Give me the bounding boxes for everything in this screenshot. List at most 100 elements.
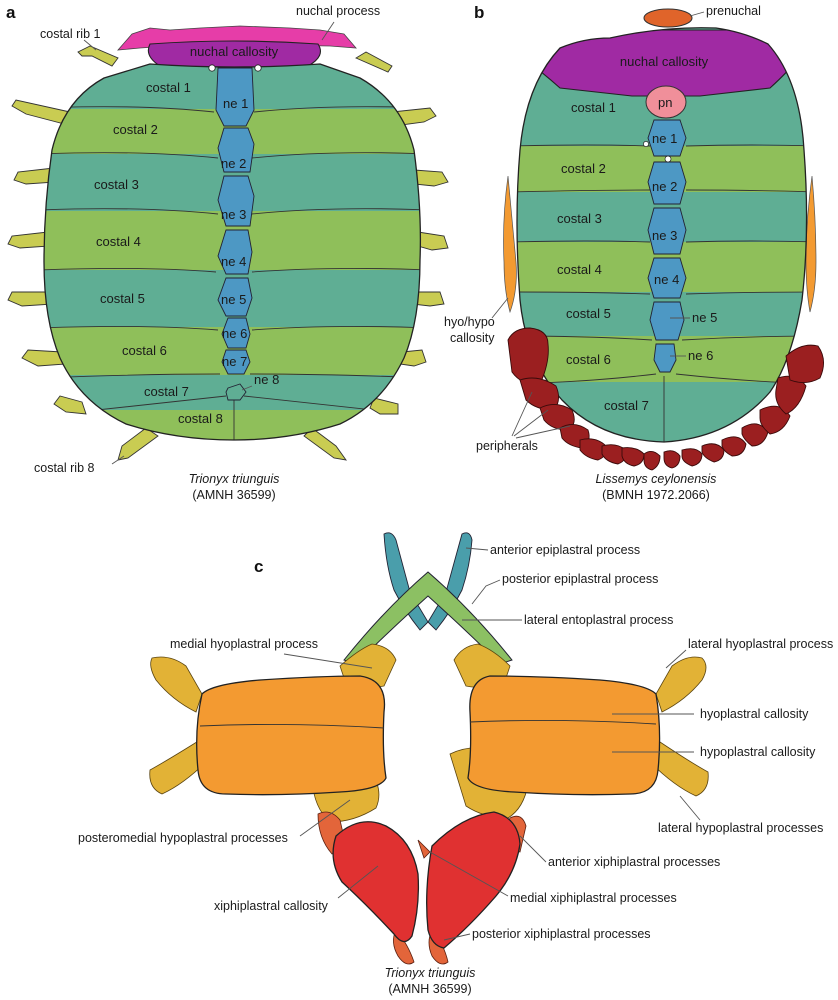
leader-lateral-hypoplastral-processes [679,795,701,821]
label-posterior-epiplastral-process: posterior epiplastral process [502,572,658,586]
hyo-hypo-callosity-right [467,675,661,796]
peripheral-2-right [681,448,703,467]
nuchal-callosity-label-a: nuchal callosity [190,44,279,59]
label-medial-xiphiplastral-processes: medial xiphiplastral processes [510,891,677,905]
neural-1-b [647,119,687,157]
label-lateral-hypoplastral-processes: lateral hypoplastral processes [658,821,823,835]
prenuchal-leader [689,11,705,17]
costal-rib-8-left [117,427,159,461]
panel-b-species: Lissemys ceylonensis [596,472,717,486]
panel-b-specimen: (BMNH 1972.2066) [602,488,710,502]
costal-7-label-b: costal 7 [604,398,649,413]
panel-c-letter: c [254,557,263,576]
peripheral-6-right [759,405,791,435]
prenuchal-label: prenuchal [706,4,761,18]
fontanelle-2-b [664,155,672,163]
neural-4-b [647,257,687,299]
fontanelle-right-a [254,64,262,72]
hyo-hypo-suture-left [199,723,385,729]
costal-2-label-a: costal 2 [113,122,158,137]
peripheral-3-left [539,404,575,431]
neural-6-b [653,343,677,373]
costal-3-label-a: costal 3 [94,177,139,192]
neural-5-label-b: ne 5 [692,310,717,325]
neural-5-label-a: ne 5 [221,292,246,307]
peripherals-label: peripherals [476,439,538,453]
pn-label-b: pn [658,95,672,110]
neurals-b [647,119,687,373]
costal-rib-8-label: costal rib 8 [34,461,94,475]
xiphiplastral-callosity-right [426,811,521,949]
peripheral-2-left [519,377,559,411]
costal-rib-4-right [417,231,449,251]
panel-b-text: nuchal callosity pn costal 1 costal 2 co… [444,54,717,502]
label-anterior-xiphiplastral-processes: anterior xiphiplastral processes [548,855,720,869]
panel-c-species: Trionyx triunguis [385,966,476,980]
hyo-hypo-label-line2: callosity [450,331,495,345]
costal-6-label-a: costal 6 [122,343,167,358]
panel-c-specimen: (AMNH 36599) [388,982,471,996]
xiphiplastral-callosity-left [332,821,420,943]
neural-4-label-a: ne 4 [221,254,246,269]
label-medial-hyoplastral-process: medial hyoplastral process [170,637,318,651]
costal-ribs-left [7,45,159,461]
nuchal-callosity-label-b: nuchal callosity [620,54,709,69]
costal-rib-7-right [369,397,399,415]
medial-xiphiplastral-process [417,839,431,859]
label-hypoplastral-callosity: hypoplastral callosity [700,745,816,759]
leader-medial-xiphiplastral-processes [429,851,509,897]
neural-7-a [221,349,251,375]
costal-3-label-b: costal 3 [557,211,602,226]
peripheral-1-right [663,450,681,469]
costal-2-label-b: costal 2 [561,161,606,176]
peripheral-8-right [785,344,824,383]
peripheral-5-right [741,423,769,447]
carapace-outline-a [43,63,422,441]
carapace-outline-b [516,27,808,443]
neural-3-b [647,207,687,255]
neural-3-label-b: ne 3 [652,228,677,243]
lateral-hyoplastral-process-right [655,656,707,713]
neural-4-label-b: ne 4 [654,272,679,287]
costal-band-8-a [44,410,421,440]
leader-xiphiplastral-callosity [337,865,379,899]
neural-6-a [221,317,251,349]
costal-1-label-a: costal 1 [146,80,191,95]
neural-8-a [225,383,247,401]
neural-1-label-a: ne 1 [223,96,248,111]
neurals-a [215,67,255,401]
neural-3-a [217,175,255,227]
neural-2-b [647,161,687,205]
neural-7-label-a: ne 7 [222,354,247,369]
costal-1-label-b: costal 1 [571,100,616,115]
neural-1-label-b: ne 1 [652,131,677,146]
neural-8-label-a: ne 8 [254,372,279,387]
costal-4-label-b: costal 4 [557,262,602,277]
prenuchal-b [643,8,693,28]
fontanelle-left-a [208,64,216,72]
neural-5-b [649,301,685,341]
costal-rib-7-left [53,395,87,415]
hyo-hypo-callosity-left [196,675,387,796]
panel-c-text: anterior epiplastral process posterior e… [78,543,833,996]
label-lateral-entoplastral-process: lateral entoplastral process [524,613,673,627]
neural-1-a [215,67,255,127]
hyo-hypo-leader [491,297,509,319]
costal-rib-1-left [77,45,119,67]
label-anterior-epiplastral-process: anterior epiplastral process [490,543,640,557]
costal-4-label-a: costal 4 [96,234,141,249]
costal-rib-3-right [413,169,449,187]
costal-rib-8-leader [111,455,125,465]
costal-rib-8-right [303,427,347,461]
costal-5-label-b: costal 5 [566,306,611,321]
neural-3-label-a: ne 3 [221,207,246,222]
label-posterior-xiphiplastral-processes: posterior xiphiplastral processes [472,927,651,941]
nuchal-process-label: nuchal process [296,4,380,18]
lateral-hyoplastral-process-left [150,656,203,713]
label-xiphiplastral-callosity: xiphiplastral callosity [214,899,329,913]
costal-rib-1-right [355,51,393,73]
costal-8-label-a: costal 8 [178,411,223,426]
peripherals-leaders [511,391,571,439]
peripheral-3-right [701,443,725,463]
